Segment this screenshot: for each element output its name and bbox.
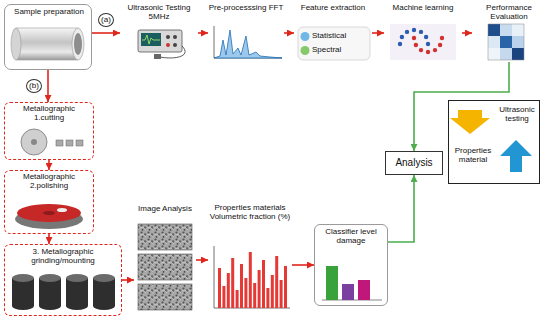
process-step: Feature extractionStatisticalSpectral — [294, 4, 372, 62]
node-title: Classifier level damage — [318, 228, 384, 246]
node-title: Ultrasonic testing — [495, 106, 539, 124]
node-title: Machine learning — [382, 4, 464, 13]
sample-box: Sample preparation — [4, 4, 92, 70]
ml-scatter — [390, 24, 456, 60]
node-title: Pre-processsing FFT — [206, 4, 286, 13]
edge-label: (a) — [98, 13, 114, 27]
flow-arrow — [388, 175, 414, 242]
fraction-bar-chart — [214, 246, 290, 308]
node-text: Properties material — [451, 147, 495, 165]
node-title: Sample preparation — [7, 8, 91, 17]
flow-arrow — [372, 32, 384, 34]
node-title: Image Analysis — [134, 205, 196, 214]
node-title: Performance Evaluation — [469, 4, 549, 22]
damage-bars — [322, 266, 382, 300]
polishing-wheel — [15, 204, 83, 229]
process-step: Performance Evaluation — [472, 4, 546, 62]
process-step: Pre-processsing FFT — [208, 4, 284, 62]
edge-label: (b) — [26, 79, 42, 93]
node-title: Ultrasonic Testing 5MHz — [116, 4, 202, 22]
metallographic-step: Metallographic 2.polishing — [4, 170, 94, 234]
process-step: Machine learning — [384, 4, 462, 62]
mounted-samples — [12, 274, 115, 310]
node-title: Metallographic 1.cutting — [7, 105, 91, 123]
comparison-box: Ultrasonic testingProperties material — [448, 100, 540, 184]
flow-arrow — [284, 32, 294, 34]
metallographic-step: Metallographic 1.cutting — [4, 102, 94, 160]
analysis-box: Analysis — [385, 151, 443, 175]
flow-arrow — [48, 234, 50, 244]
node-title: Feature extraction — [291, 4, 375, 13]
confusion-matrix — [488, 24, 524, 60]
metallographic-step: 3. Metallographic grinding/mounting — [4, 244, 122, 316]
node-text: Spectral — [312, 46, 368, 55]
process-step: Image Analysis — [134, 204, 196, 316]
ultrasonic-instrument — [138, 30, 185, 59]
flow-arrow — [196, 259, 208, 261]
flow-arrow — [48, 160, 50, 170]
node-title: Analysis — [386, 157, 442, 168]
flow-arrow — [462, 32, 472, 34]
classifier-box: Classifier level damage — [314, 224, 388, 306]
flow-arrow — [292, 264, 314, 266]
process-step: Ultrasonic Testing 5MHz — [120, 4, 198, 62]
node-title: 3. Metallographic grinding/mounting — [13, 248, 113, 266]
flow-arrow — [92, 32, 120, 34]
fft-plot — [214, 26, 282, 58]
node-title: Metallographic 2.polishing — [7, 173, 91, 191]
cutting-disk — [21, 129, 83, 155]
flow-arrow — [122, 279, 134, 281]
process-step: Properties materials Volumetric fraction… — [208, 204, 292, 316]
flow-arrow — [198, 32, 208, 34]
node-title: Properties materials Volumetric fraction… — [208, 204, 292, 222]
flow-arrow — [414, 62, 509, 151]
pipe-illustration — [11, 28, 84, 60]
node-text: Statistical — [312, 32, 368, 41]
feature-icons — [298, 27, 370, 60]
micrographs — [138, 224, 192, 310]
flow-arrow — [47, 70, 49, 102]
